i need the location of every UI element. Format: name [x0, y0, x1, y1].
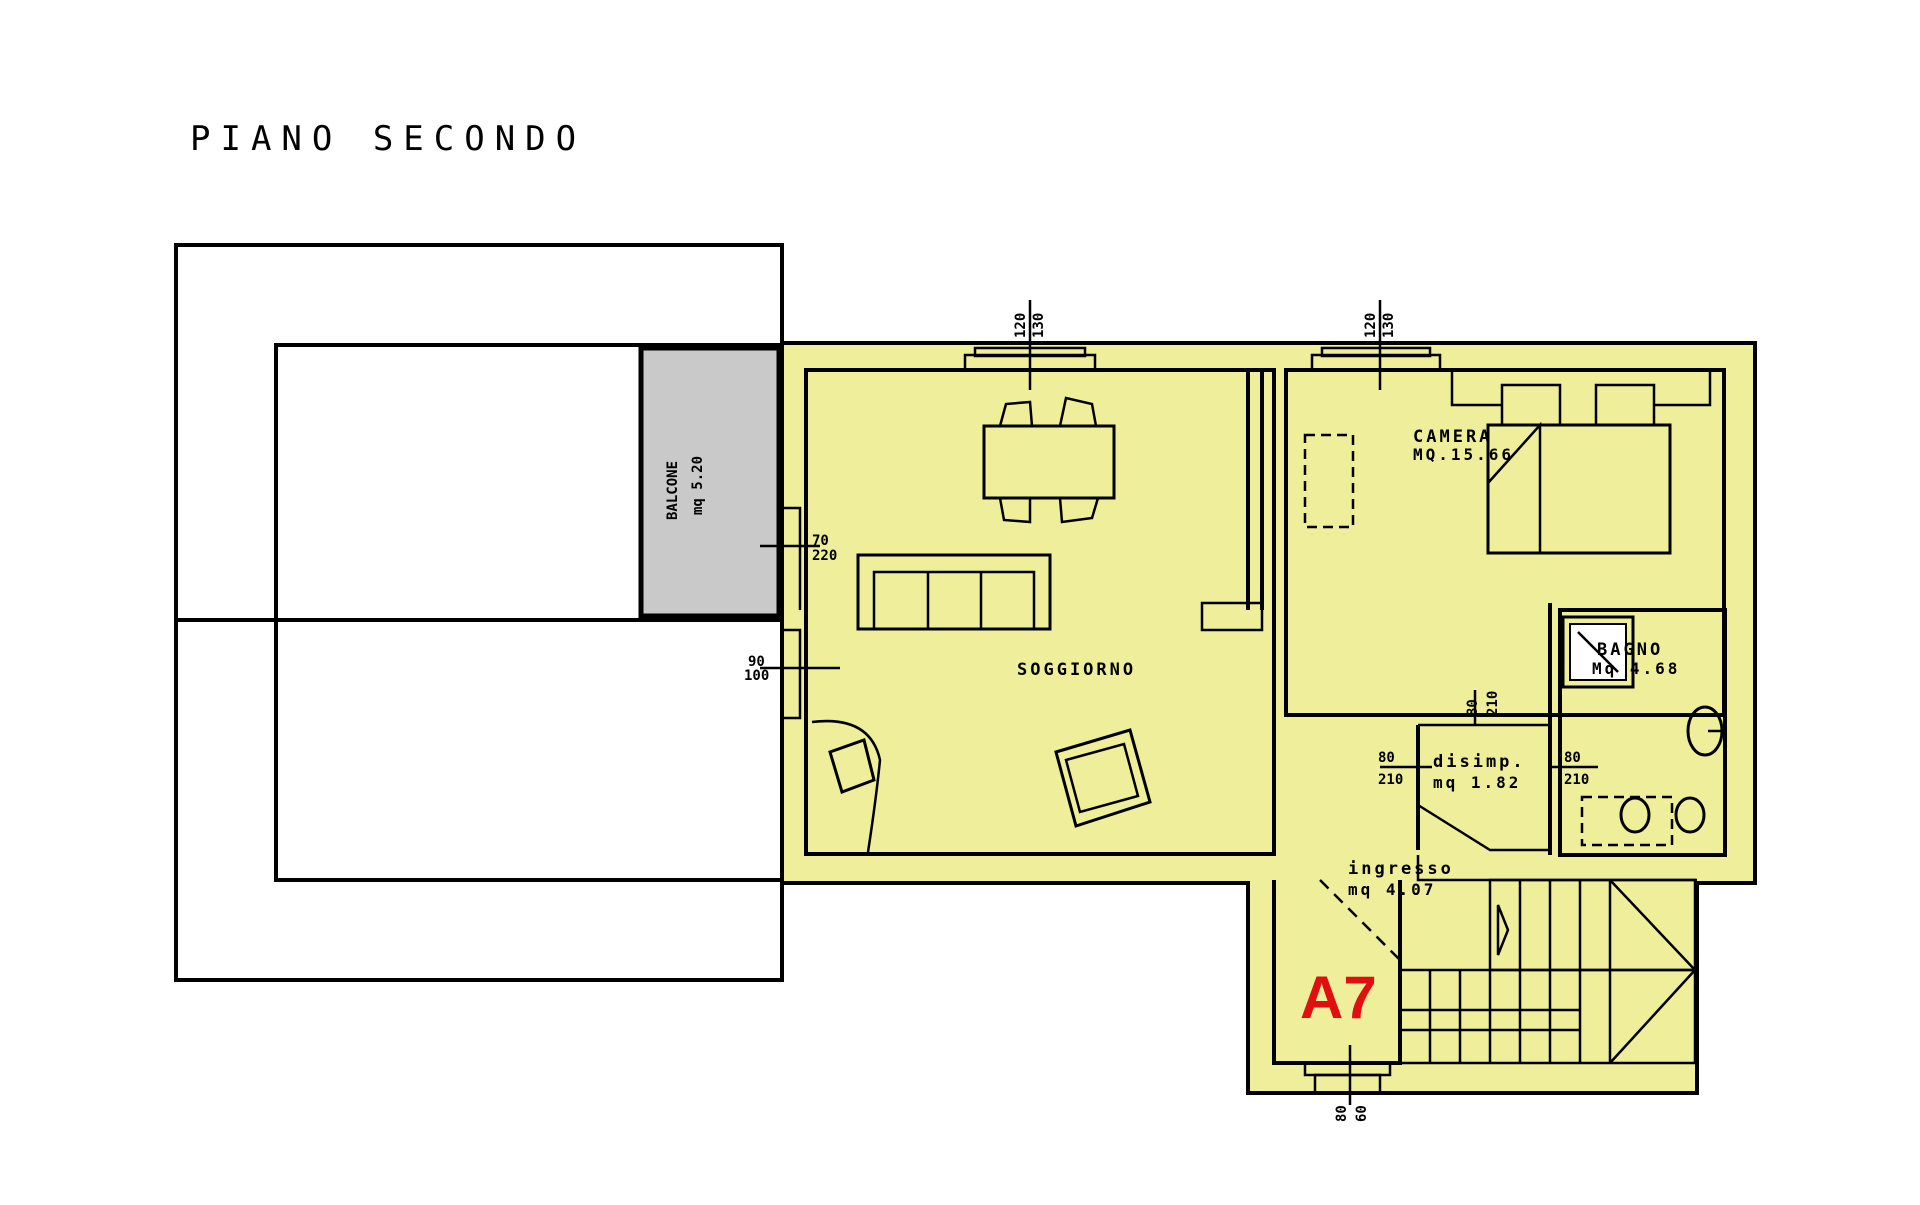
camera-area: MQ.15.66: [1413, 445, 1514, 464]
soggiorno-label: SOGGIORNO: [1017, 660, 1136, 680]
balcony: BALCONE mq 5.20: [638, 345, 782, 619]
camera-door: 80 210: [1465, 690, 1501, 725]
double-bed: [1450, 370, 1712, 555]
balcony-door: 70 220: [760, 506, 837, 610]
disimp-door-left-height: 210: [1378, 772, 1403, 788]
washbasin: [1686, 705, 1724, 757]
entrance-door: 80 60: [1303, 1045, 1392, 1122]
sofa: [856, 553, 1052, 631]
disimp-door-left-width: 80: [1378, 750, 1395, 766]
unit-label: A7: [1300, 964, 1377, 1031]
camera-label: CAMERA: [1413, 427, 1492, 447]
apartment-floor: [780, 341, 1757, 1095]
balcony-door-width: 70: [812, 533, 829, 549]
camera-window-height: 130: [1381, 313, 1397, 338]
balcony-area: mq 5.20: [690, 456, 706, 515]
entrance-door-height: 60: [1354, 1105, 1370, 1122]
disimpegno-label: disimp.: [1433, 752, 1526, 772]
bagno-label: BAGNO: [1597, 640, 1663, 660]
soggiorno-window-width: 120: [1013, 313, 1029, 338]
disimp-door-left: 80 210: [1378, 750, 1432, 788]
disimpegno-area: mq 1.82: [1433, 773, 1521, 792]
shower: [1561, 615, 1635, 689]
dining-table: [982, 396, 1116, 524]
armchair-right: [1054, 728, 1152, 828]
west-window-width: 90: [748, 654, 765, 670]
soggiorno-window: 120 130: [963, 300, 1097, 390]
west-window-height: 100: [744, 668, 769, 684]
bagno-door-height: 210: [1564, 772, 1589, 788]
bagno-door: 80 210: [1548, 750, 1598, 788]
wardrobe: [1303, 433, 1355, 529]
balcony-name: BALCONE: [665, 461, 681, 520]
ingresso-area: mq 4.07: [1348, 880, 1436, 899]
entrance-door-width: 80: [1334, 1105, 1350, 1122]
camera-window-width: 120: [1363, 313, 1379, 338]
ingresso-label: ingresso: [1348, 859, 1454, 879]
staircase: [1398, 878, 1697, 1065]
soggiorno-window-height: 130: [1031, 313, 1047, 338]
balcony-door-height: 220: [812, 548, 837, 564]
west-window: 90 100: [744, 628, 840, 720]
toilet-bidet: [1580, 795, 1706, 847]
camera-door-width: 80: [1465, 699, 1481, 716]
camera-window: 120 130: [1310, 300, 1442, 390]
bagno-door-width: 80: [1564, 750, 1581, 766]
plan-title: PIANO SECONDO: [190, 119, 586, 159]
camera-door-height: 210: [1485, 691, 1501, 716]
bagno-area: Mq 4.68: [1592, 659, 1680, 678]
desk-chair: [811, 719, 882, 853]
